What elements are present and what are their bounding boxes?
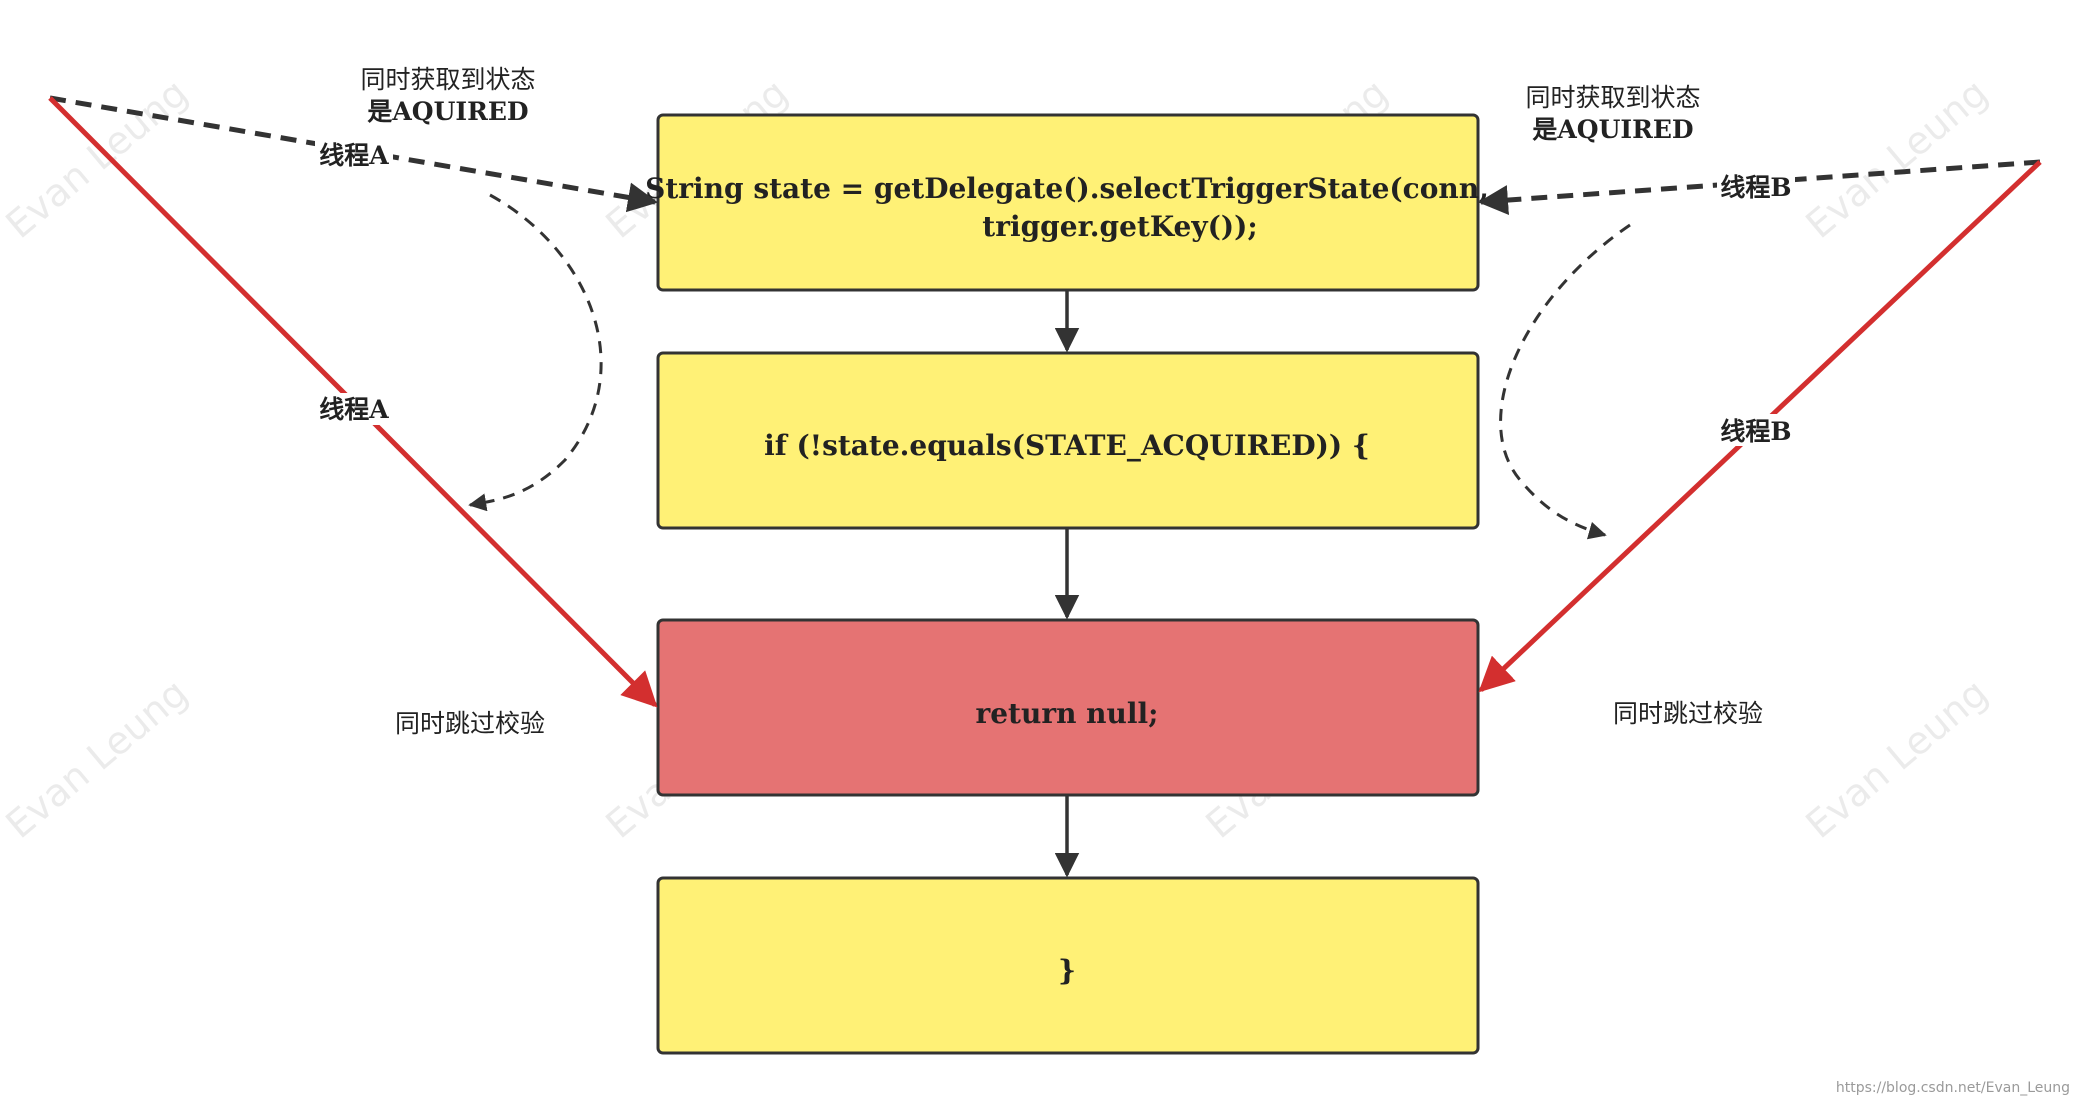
thread-b-label-bg: [1717, 170, 1795, 202]
box-select-state: String state = getDelegate().selectTrigg…: [645, 113, 1489, 292]
right-top-label-line1: 同时获取到状态: [1525, 83, 1700, 112]
thread-b-dashed-arrow: [1478, 159, 2041, 216]
watermark-text: Evan Leung: [1798, 670, 1996, 846]
thread-a-solid-label-bg: [315, 393, 393, 425]
right-skip-label: 同时跳过校验: [1613, 699, 1763, 728]
box-select-state-line2: trigger.getKey());: [982, 210, 1257, 243]
thread-a-curved-dashed-arrow: [468, 193, 603, 512]
box-close-brace-text: }: [1058, 954, 1076, 987]
box-return-null: return null;: [656, 618, 1480, 797]
thread-a-label-bg: [315, 140, 393, 172]
thread-b-dashed-label: 线程B: [1720, 173, 1791, 202]
credit-url: https://blog.csdn.net/Evan_Leung: [1836, 1080, 2070, 1096]
left-skip-label: 同时跳过校验: [395, 709, 545, 738]
watermark-text: Evan Leung: [0, 70, 196, 246]
watermark-text: Evan Leung: [1798, 70, 1996, 246]
left-top-label-line1: 同时获取到状态: [360, 65, 535, 94]
box-if-check: if (!state.equals(STATE_ACQUIRED)) {: [656, 351, 1480, 530]
box-close-brace-rect: [656, 876, 1480, 1055]
box-select-state-line1: String state = getDelegate().selectTrigg…: [645, 172, 1489, 205]
thread-b-solid-label-bg: [1717, 414, 1795, 446]
box-close-brace: }: [656, 876, 1480, 1055]
thread-a-solid-label: 线程A: [319, 395, 389, 424]
thread-a-dashed-label: 线程A: [319, 141, 389, 170]
thread-b-solid-label: 线程B: [1720, 417, 1791, 446]
left-top-label-line2: 是AQUIRED: [367, 97, 528, 126]
watermark-text: Evan Leung: [0, 670, 196, 846]
thread-b-curved-dashed-arrow: [1499, 223, 1631, 540]
right-top-label-line2: 是AQUIRED: [1532, 115, 1693, 144]
box-if-check-text: if (!state.equals(STATE_ACQUIRED)) {: [764, 429, 1370, 462]
box-return-null-text: return null;: [975, 697, 1158, 730]
